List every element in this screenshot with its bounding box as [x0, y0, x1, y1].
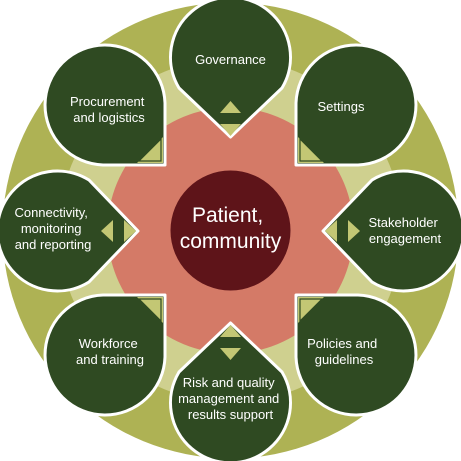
corner-triangle-inner — [137, 137, 162, 162]
triangle-right — [124, 220, 136, 242]
petal-label-line: results support — [188, 407, 274, 422]
corner-triangle-inner — [299, 137, 324, 162]
petal-label-connectivity-monitoring-reporting: Connectivity, monitoring and reporting — [14, 205, 91, 252]
corner-triangle-icon — [137, 297, 163, 323]
petal-label-procurement-and-logistics: Procurement and logistics — [70, 94, 148, 125]
petal-procurement-and-logistics[interactable]: Procurement and logistics — [43, 43, 167, 167]
center-node[interactable]: Patient, community — [170, 170, 291, 291]
petal-shape — [321, 169, 461, 293]
center-label-line: community — [180, 230, 282, 253]
petal-shape — [169, 0, 292, 139]
petal-label-line: Settings — [318, 99, 365, 114]
triangle-up — [220, 325, 241, 337]
petal-governance[interactable]: Governance — [169, 0, 292, 139]
petal-label-workforce-and-training: Workforce and training — [76, 336, 144, 367]
petal-policies-and-guidelines[interactable]: Policies and guidelines — [294, 293, 418, 417]
triangle-up — [220, 101, 241, 113]
petal-connectivity-monitoring-reporting[interactable]: Connectivity, monitoring and reporting — [0, 169, 140, 293]
corner-triangle-inner — [299, 298, 324, 323]
petal-label-line: Stakeholder — [368, 215, 438, 230]
petal-label-risk-and-quality: Risk and quality management and results … — [178, 375, 283, 422]
triangle-down — [220, 348, 241, 360]
petal-label-line: and reporting — [15, 237, 92, 252]
petal-label-line: guidelines — [315, 352, 374, 367]
petal-risk-and-quality[interactable]: Risk and quality management and results … — [169, 321, 292, 461]
petal-label-line: Procurement — [70, 94, 145, 109]
triangle-left — [101, 220, 113, 242]
petal-label-line: Connectivity, — [14, 205, 87, 220]
double-triangle-horizontal-icon — [101, 220, 136, 242]
petal-label-line: management and — [178, 391, 279, 406]
petal-shape — [294, 293, 418, 417]
petal-label-line: and training — [76, 352, 144, 367]
corner-triangle-inner — [137, 298, 162, 323]
corner-triangle-icon — [137, 137, 163, 163]
petal-label-settings: Settings — [318, 99, 365, 114]
petal-label-policies-and-guidelines: Policies and guidelines — [307, 336, 381, 367]
petal-shape — [43, 293, 167, 417]
petal-label-line: engagement — [369, 231, 442, 246]
center-circle — [170, 170, 291, 291]
corner-triangle-icon — [298, 297, 324, 323]
petal-shape — [0, 169, 140, 293]
petal-label-line: monitoring — [21, 221, 82, 236]
petal-shape — [43, 43, 167, 167]
center-label: Patient, community — [180, 204, 282, 253]
petal-shape — [294, 43, 418, 167]
petal-label-line: Risk and quality — [183, 375, 275, 390]
petal-workforce-and-training[interactable]: Workforce and training — [43, 293, 167, 417]
petal-label-governance: Governance — [195, 52, 266, 67]
center-label-line: Patient, — [192, 204, 263, 227]
petal-label-line: and logistics — [73, 110, 145, 125]
petal-settings[interactable]: Settings — [294, 43, 418, 167]
petal-label-line: Governance — [195, 52, 266, 67]
double-triangle-vertical-icon — [220, 325, 241, 360]
double-triangle-horizontal-icon — [325, 220, 360, 242]
petal-label-line: Policies and — [307, 336, 377, 351]
triangle-right — [348, 220, 360, 242]
double-triangle-vertical-icon — [220, 101, 241, 136]
triangle-left — [325, 220, 337, 242]
petal-shape — [169, 321, 292, 461]
triangle-down — [220, 124, 241, 136]
corner-triangle-icon — [298, 137, 324, 163]
petal-label-line: Workforce — [79, 336, 138, 351]
petal-label-stakeholder-engagement: Stakeholder engagement — [368, 215, 441, 246]
petal-stakeholder-engagement[interactable]: Stakeholder engagement — [321, 169, 461, 293]
